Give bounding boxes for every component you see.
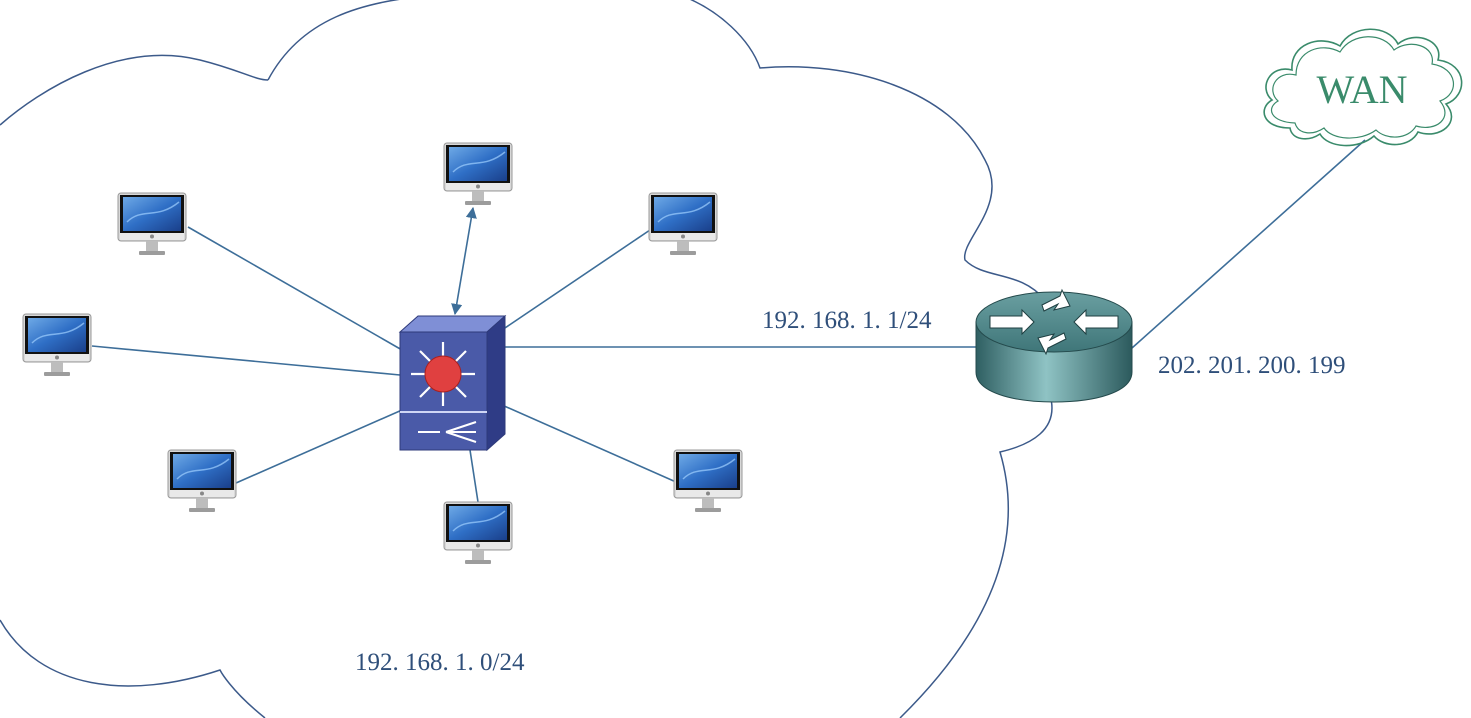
pc-6 [443, 501, 513, 565]
pc-3 [167, 449, 237, 513]
router-lan-ip-label: 192. 168. 1. 1/24 [762, 307, 932, 334]
router-wan-ip-label: 202. 201. 200. 199 [1158, 352, 1346, 379]
link-pc6-switch [469, 449, 479, 503]
pc-2 [22, 313, 92, 377]
lan-cloud-outline [0, 0, 1053, 718]
link-router-wan [1131, 139, 1366, 349]
wan-label: WAN [1316, 67, 1407, 112]
switch-core-icon [424, 355, 462, 393]
pc-4 [443, 142, 513, 206]
lan-subnet-label: 192. 168. 1. 0/24 [355, 649, 525, 676]
link-pc1-switch [187, 226, 403, 351]
pc-5 [648, 192, 718, 256]
link-pc3-switch [235, 409, 403, 484]
link-pc2-switch [91, 345, 401, 376]
layer-3-switch [398, 314, 507, 452]
wan-cloud: WAN [1263, 28, 1463, 147]
link-pc4-switch [451, 206, 477, 316]
router [975, 288, 1133, 403]
link-pc5-switch [501, 229, 651, 331]
link-pc7-switch [501, 404, 677, 483]
pc-1 [117, 192, 187, 256]
pc-7 [673, 449, 743, 513]
